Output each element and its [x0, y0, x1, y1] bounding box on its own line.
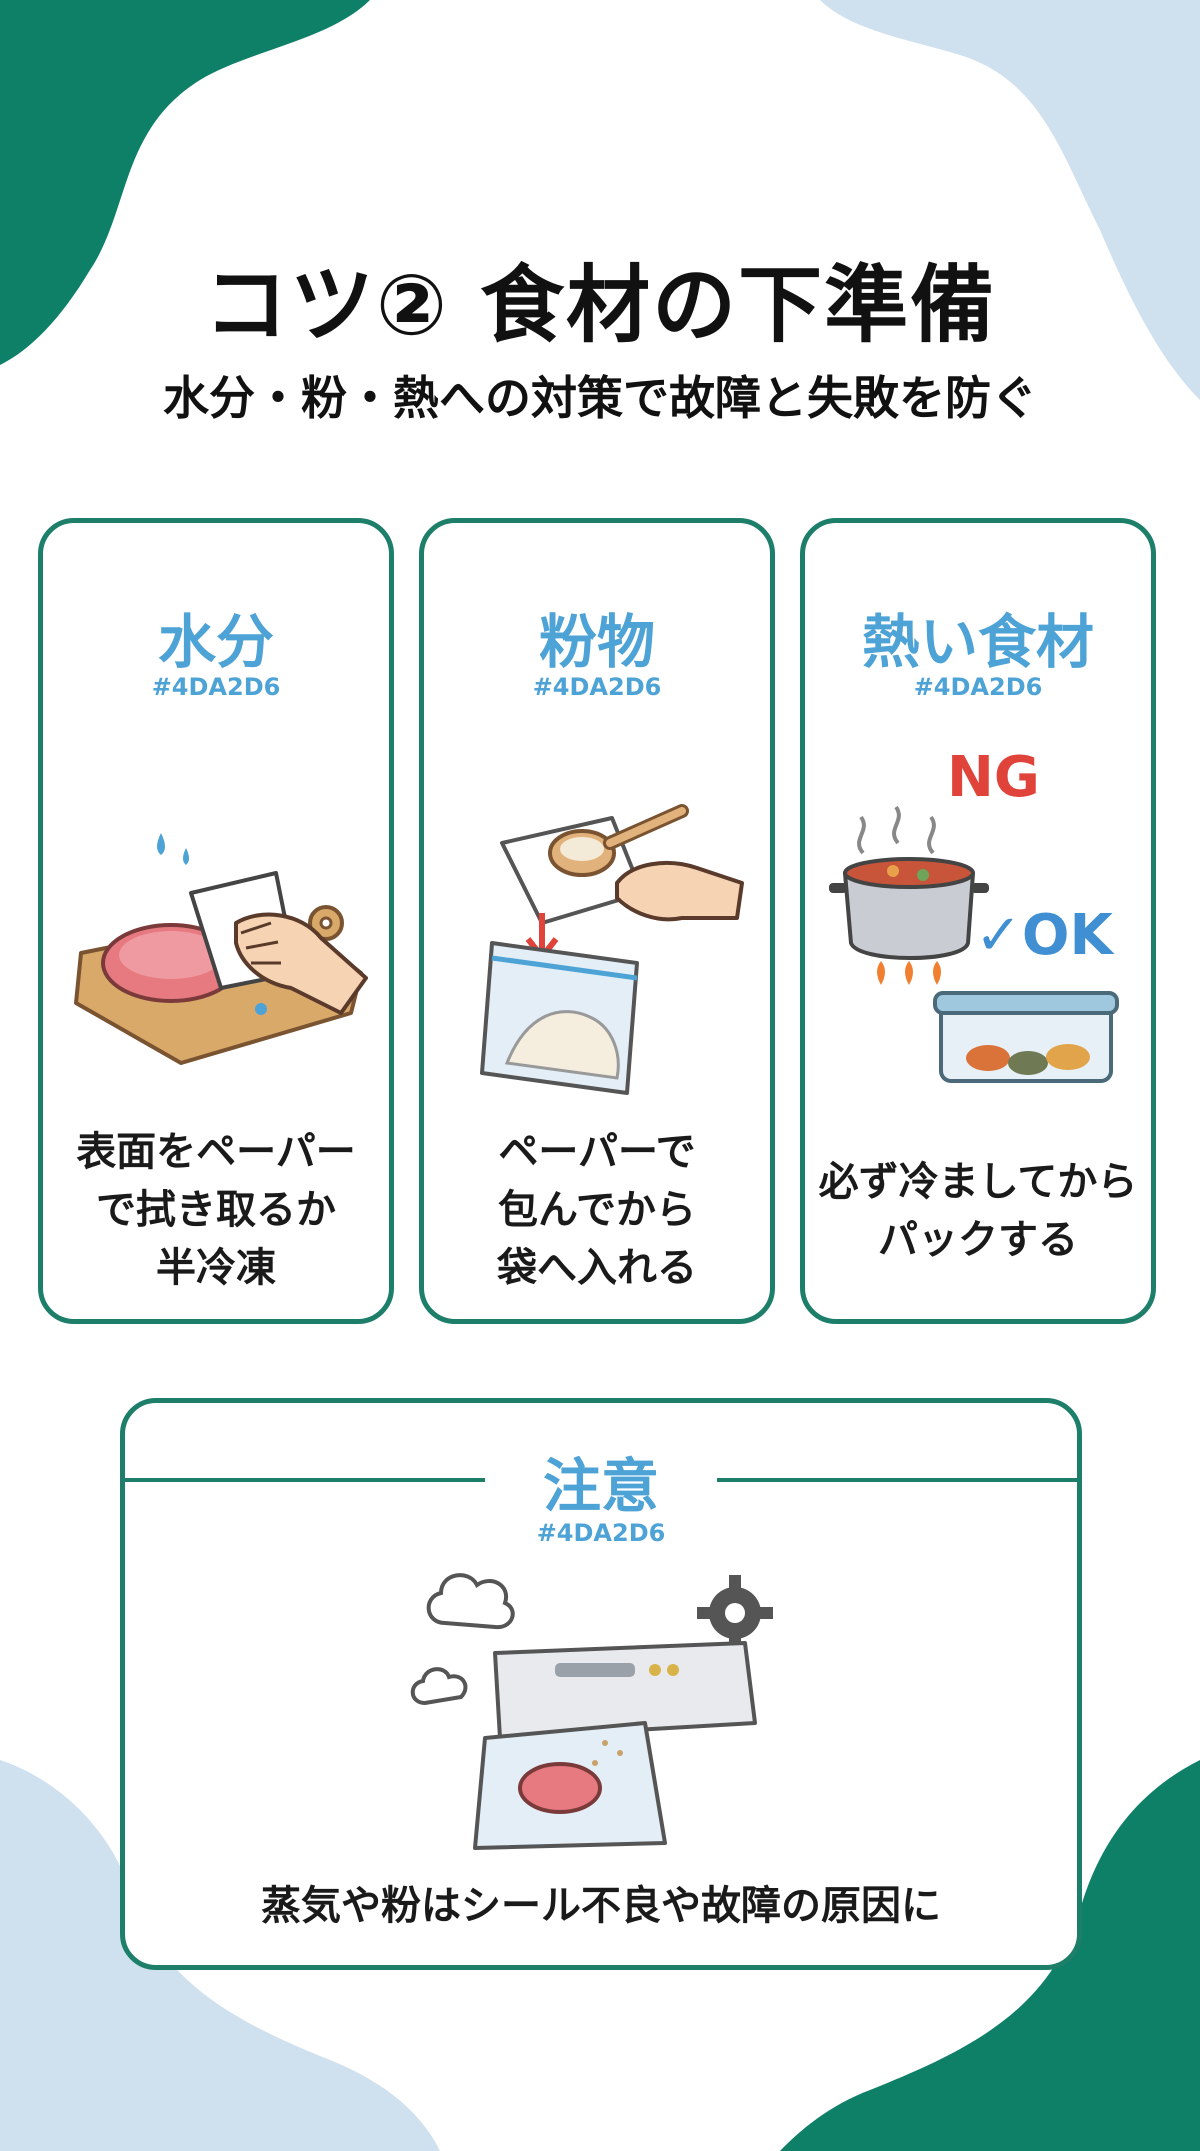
card-title: 熱い食材: [861, 608, 1094, 676]
caution-color-code: #4DA2D6: [536, 1519, 666, 1547]
card-color-code: #4DA2D6: [532, 673, 662, 701]
paper-towel-on-meat-icon: [74, 833, 368, 1065]
card-color-code: #4DA2D6: [913, 673, 1043, 701]
vacuum-sealer-steam-icon: [410, 1573, 773, 1850]
corner-blob-top-right: [820, 0, 1200, 400]
powder-in-bag-icon: [480, 804, 744, 1095]
caution-title: 注意: [542, 1452, 659, 1520]
card-moisture: 水分 #4DA2D6 表面をペーパー で拭き取るか 半冷凍: [38, 518, 394, 1324]
corner-blob-top-left: [0, 0, 370, 365]
corner-blob-bottom-right: [780, 1760, 1200, 2151]
card-hot-food: 熱い食材 #4DA2D6 NG ✓OK 必ず冷ましてから パックする: [800, 518, 1156, 1324]
card-description: 必ず冷ましてから パックする: [818, 1159, 1138, 1263]
ok-label: ✓OK: [975, 903, 1113, 968]
card-description: 表面をペーパー で拭き取るか 半冷凍: [76, 1129, 356, 1291]
caution-box: 注意 #4DA2D6 蒸気や粉はシール不良や故障の原因に: [120, 1398, 1082, 1970]
card-powder: 粉物 #4DA2D6 ペーパーで 包んでから 袋へ入れる: [419, 518, 775, 1324]
caution-divider-left: [125, 1478, 485, 1482]
caution-description: 蒸気や粉はシール不良や故障の原因に: [261, 1883, 941, 1929]
card-description: ペーパーで 包んでから 袋へ入れる: [497, 1129, 697, 1291]
hot-pot-and-container-icon: [829, 805, 1119, 1083]
page-title: コツ② 食材の下準備: [203, 256, 997, 354]
ng-label: NG: [947, 745, 1040, 810]
page-subtitle: 水分・粉・熱への対策で故障と失敗を防ぐ: [163, 371, 1037, 425]
card-title: 水分: [157, 608, 274, 676]
card-title: 粉物: [538, 608, 655, 676]
caution-divider-right: [717, 1478, 1077, 1482]
corner-blob-bottom-left: [0, 1760, 440, 2151]
card-color-code: #4DA2D6: [151, 673, 281, 701]
